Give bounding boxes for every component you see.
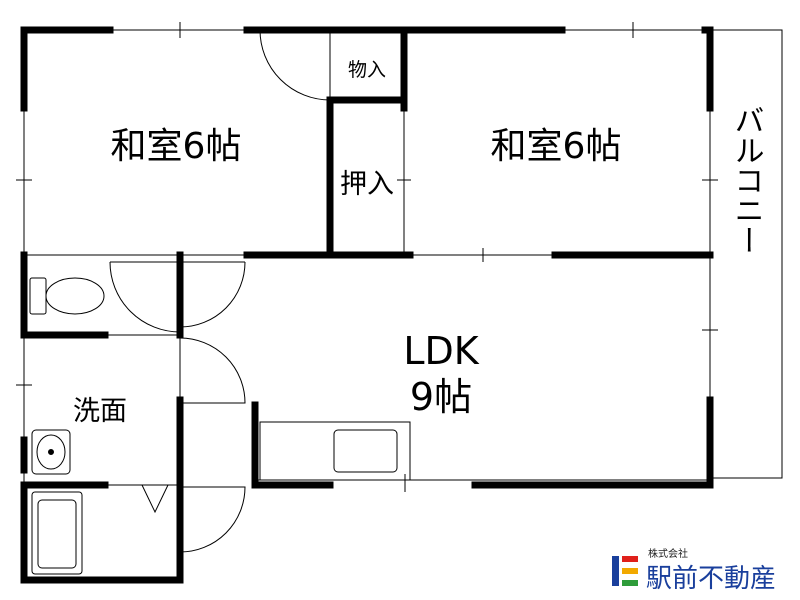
logo-kaisha-text: 株式会社 <box>648 547 688 560</box>
toilet-fixture <box>29 277 105 315</box>
tick-marks <box>16 22 718 492</box>
closet-label: 押入 <box>340 169 394 200</box>
thick-walls <box>20 26 714 584</box>
door-swings <box>109 29 331 553</box>
bathtub <box>31 491 83 575</box>
ldk-size-label: 9帖 <box>410 375 472 419</box>
room-washitsu-right-label: 和室6帖 <box>491 126 622 167</box>
room-washitsu-left-label: 和室6帖 <box>111 126 242 167</box>
wash-basin <box>31 429 71 475</box>
balcony-outline <box>710 29 783 479</box>
washroom-label: 洗面 <box>73 396 127 427</box>
company-logo: 株式会社 駅前不動産 <box>612 547 776 594</box>
thin-lines <box>23 29 783 580</box>
kitchen-counter <box>259 421 411 481</box>
storage-label: 物入 <box>348 59 386 81</box>
logo-mark <box>612 556 638 586</box>
ldk-label: LDK <box>403 329 479 373</box>
balcony-label: バルコニー <box>729 105 764 255</box>
logo-name-text: 駅前不動産 <box>646 564 776 594</box>
